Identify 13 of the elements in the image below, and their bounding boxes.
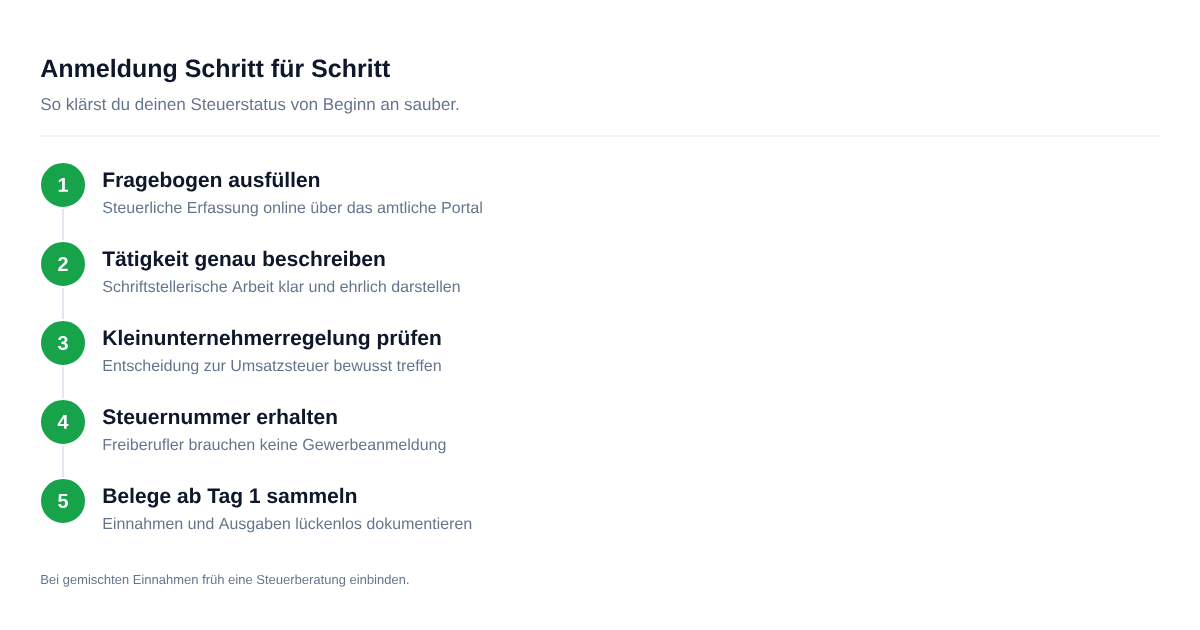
step-description: Steuerliche Erfassung online über das amtliche Portal bbox=[103, 201, 482, 217]
title: Anmeldung Schritt für Schritt bbox=[40, 58, 390, 83]
step-title: Belege ab Tag 1 sammeln bbox=[103, 487, 357, 508]
step-description: Entscheidung zur Umsatzsteuer bewusst treffen bbox=[103, 359, 441, 375]
step-title: Kleinunternehmerregelung prüfen bbox=[103, 329, 441, 350]
step-title: Fragebogen ausfüllen bbox=[103, 171, 320, 192]
subtitle: So klärst du deinen Steuerstatus von Beginn an sauber. bbox=[41, 97, 459, 114]
step-title: Tätigkeit genau beschreiben bbox=[102, 250, 385, 271]
step-description: Freiberufler brauchen keine Gewerbeanmeldung bbox=[103, 438, 446, 454]
step-description: Schriftstellerische Arbeit klar und ehrlich darstellen bbox=[103, 280, 460, 293]
step-description: Einnahmen und Ausgaben lückenlos dokumentieren bbox=[103, 517, 472, 533]
footnote: Bei gemischten Einnahmen früh eine Steuerberatung einbinden. bbox=[41, 574, 409, 587]
step-title: Steuernummer erhalten bbox=[102, 408, 337, 425]
